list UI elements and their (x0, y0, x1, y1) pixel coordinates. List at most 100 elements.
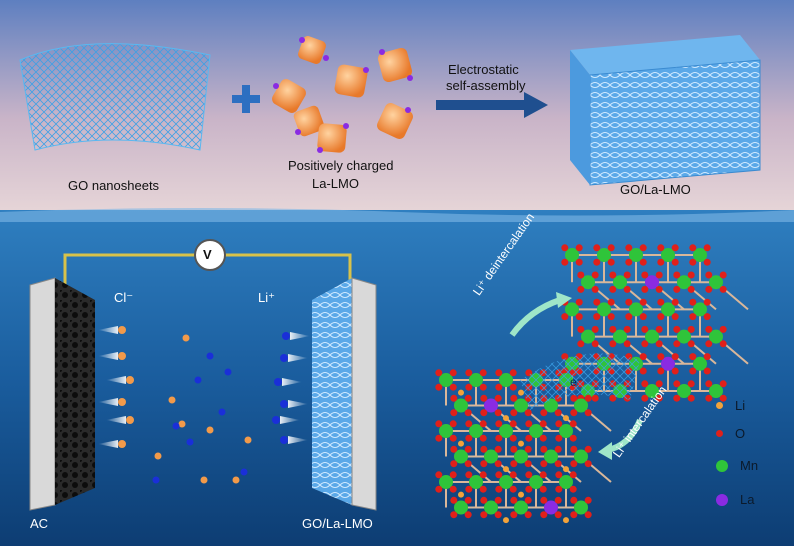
o-atom (671, 367, 679, 375)
mn-atom (454, 500, 468, 515)
circuit-wire (63, 253, 352, 290)
o-atom (703, 313, 711, 321)
o-atom (449, 471, 457, 479)
o-atom (671, 258, 679, 266)
o-atom (435, 369, 443, 377)
o-atom (655, 285, 663, 293)
mn-atom (709, 384, 723, 398)
o-atom (625, 313, 633, 321)
electron-label: e⁻ (570, 375, 584, 389)
lmo-label-line1: Positively charged (288, 158, 394, 173)
mn-atom (439, 475, 453, 489)
deintercalation-arrow (509, 297, 561, 337)
o-atom (479, 471, 487, 479)
o-atom (480, 394, 488, 402)
legend-swatch (716, 402, 723, 409)
li-ion (280, 400, 288, 408)
o-atom (449, 369, 457, 377)
mn-atom (581, 275, 595, 290)
o-atom (539, 434, 547, 442)
o-atom (509, 471, 517, 479)
o-atom (524, 409, 532, 417)
cl-ion (126, 416, 134, 424)
free-cl-ion (244, 436, 252, 444)
mn-atom (613, 275, 627, 290)
o-atom (625, 258, 633, 266)
o-atom (465, 485, 473, 493)
o-atom (570, 511, 578, 519)
o-atom (494, 445, 502, 453)
o-atom (623, 271, 631, 279)
o-atom (623, 325, 631, 333)
cl-ion (118, 398, 126, 406)
o-atom (524, 511, 532, 519)
free-cl-ion (206, 426, 214, 434)
mn-atom (597, 302, 611, 317)
o-atom (464, 445, 472, 453)
o-atom (495, 420, 503, 428)
mn-atom (484, 449, 498, 464)
o-atom (705, 394, 713, 402)
o-atom (689, 367, 697, 375)
free-li-ion (152, 476, 160, 484)
o-atom (641, 340, 649, 348)
o-atom (554, 496, 562, 504)
o-atom (435, 485, 443, 493)
o-atom (584, 445, 592, 453)
mn-atom (693, 302, 707, 317)
o-atom (554, 445, 562, 453)
o-atom (450, 409, 458, 417)
o-atom (609, 325, 617, 333)
o-atom (719, 394, 727, 402)
o-atom (687, 325, 695, 333)
o-atom (539, 420, 547, 428)
o-atom (539, 471, 547, 479)
mn-atom (677, 275, 691, 290)
o-atom (687, 271, 695, 279)
o-atom (450, 511, 458, 519)
o-atom (575, 298, 583, 306)
water-surface (0, 208, 794, 222)
o-atom (641, 271, 649, 279)
o-atom (495, 471, 503, 479)
o-atom (510, 409, 518, 417)
o-atom (479, 420, 487, 428)
o-atom (464, 409, 472, 417)
o-atom (540, 511, 548, 519)
o-atom (703, 353, 711, 361)
o-atom (689, 353, 697, 361)
o-atom (525, 420, 533, 428)
mn-atom (574, 500, 588, 515)
o-atom (479, 383, 487, 391)
go-nanosheet (19, 43, 211, 151)
mn-atom (469, 475, 483, 489)
mn-atom (559, 475, 573, 489)
o-atom (655, 394, 663, 402)
plus-icon (232, 85, 260, 113)
o-atom (687, 394, 695, 402)
self-assembly-arrow (436, 92, 548, 118)
left-electrode-label: AC (30, 516, 49, 531)
o-atom (703, 367, 711, 375)
o-atom (554, 460, 562, 468)
o-atom (703, 244, 711, 252)
o-atom (671, 298, 679, 306)
o-atom (607, 313, 615, 321)
o-atom (509, 420, 517, 428)
mn-atom (661, 302, 675, 317)
o-atom (480, 445, 488, 453)
mn-atom (454, 449, 468, 464)
mn-atom (499, 424, 513, 438)
o-atom (479, 485, 487, 493)
o-atom (449, 383, 457, 391)
o-atom (639, 353, 647, 361)
o-atom (494, 409, 502, 417)
crystal-structures (435, 244, 749, 524)
li-atom (458, 440, 464, 447)
o-atom (689, 313, 697, 321)
mn-atom (629, 248, 643, 262)
o-atom (703, 298, 711, 306)
anion-label: Cl⁻ (114, 290, 134, 305)
free-cl-ion (154, 452, 162, 460)
arrow-label-line2: self-assembly (446, 78, 526, 93)
